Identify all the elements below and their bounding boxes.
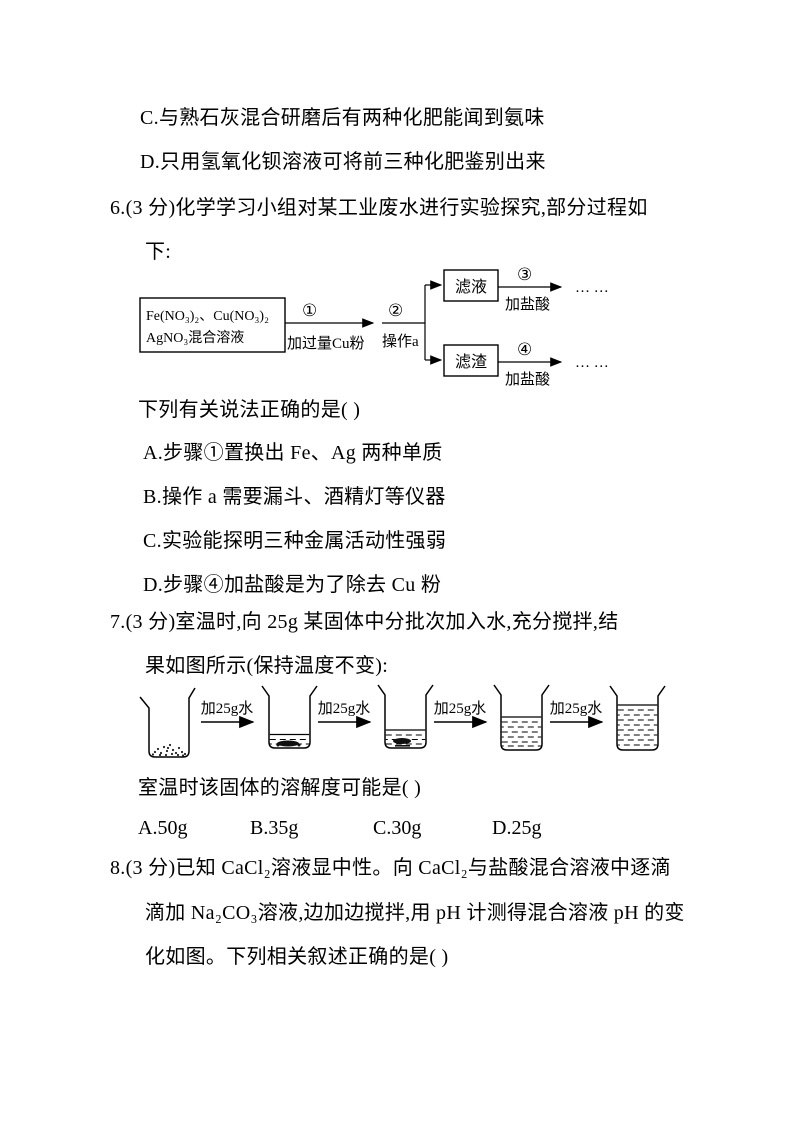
- beaker-2: [261, 685, 318, 749]
- add-water-label-3: 加25g水: [434, 700, 487, 717]
- q6-option-d: D.步骤④加盐酸是为了除去 Cu 粉: [143, 574, 442, 596]
- add-water-label-4: 加25g水: [550, 700, 603, 717]
- step3-label: 加盐酸: [505, 296, 550, 313]
- step2-circle: ②: [388, 301, 403, 320]
- ellipsis-top: … …: [575, 280, 609, 296]
- q8-text-line3: 化如图。下列相关叙述正确的是( ): [145, 946, 449, 968]
- beaker-3-solid-residue: [393, 738, 411, 747]
- beaker-5: [609, 685, 666, 751]
- beaker-3: [377, 684, 434, 749]
- q7-option-c: C.30g: [373, 817, 422, 839]
- step1-circle: ①: [302, 301, 317, 320]
- q6-stem: 下列有关说法正确的是( ): [138, 399, 361, 421]
- filtrate-label: 滤液: [455, 278, 487, 296]
- q7-text-line1: 7.(3 分)室温时,向 25g 某固体中分批次加入水,充分搅拌,结: [110, 611, 619, 633]
- q7-option-d: D.25g: [492, 817, 542, 839]
- beaker-1: [139, 687, 196, 758]
- step1-label: 加过量Cu粉: [287, 335, 365, 352]
- beaker-2-solid-residue: [276, 740, 301, 747]
- q6-option-b: B.操作 a 需要漏斗、酒精灯等仪器: [143, 486, 446, 508]
- beaker-4-water: [501, 716, 542, 747]
- mixed-solution-line1: Fe(NO₃)₂、Cu(NO₃)₂: [146, 309, 269, 324]
- mixed-solution-line2: AgNO₃混合溶液: [146, 330, 244, 346]
- q8-text-line1: 8.(3 分)已知 CaCl₂溶液显中性。向 CaCl₂与盐酸混合溶液中逐滴: [110, 857, 671, 879]
- q7-option-b: B.35g: [250, 817, 299, 839]
- residue-box: [443, 344, 499, 377]
- add-water-label-1: 加25g水: [201, 700, 254, 717]
- q7-text-line2: 果如图所示(保持温度不变):: [145, 655, 389, 677]
- step4-label: 加盐酸: [505, 371, 550, 388]
- q8-text-line2: 滴加 Na₂CO₃溶液,边加边搅拌,用 pH 计测得混合溶液 pH 的变: [145, 902, 685, 924]
- q6-flow-diagram: Fe(NO₃)₂、Cu(NO₃)₂ AgNO₃混合溶液 ① 加过量Cu粉 ② 操…: [139, 265, 609, 388]
- q5-option-c: C.与熟石灰混合研磨后有两种化肥能闻到氨味: [140, 107, 545, 129]
- step3-circle: ③: [517, 265, 532, 284]
- q6-option-a: A.步骤①置换出 Fe、Ag 两种单质: [143, 442, 443, 464]
- filtrate-box: [443, 269, 499, 302]
- residue-label: 滤渣: [455, 353, 487, 371]
- q7-stem: 室温时该固体的溶解度可能是( ): [138, 777, 422, 799]
- beaker-5-water: [617, 704, 658, 746]
- q6-text-line2: 下:: [145, 241, 172, 263]
- mixed-solution-box: [139, 297, 286, 353]
- beaker-1-solid-particles: [151, 743, 187, 757]
- add-water-label-2: 加25g水: [318, 700, 371, 717]
- ellipsis-bottom: … …: [575, 355, 609, 371]
- q7-beaker-diagram: 加25g水 加25g水 加25g水: [139, 684, 666, 758]
- q6-text-line1: 6.(3 分)化学学习小组对某工业废水进行实验探究,部分过程如: [110, 197, 648, 219]
- q7-option-a: A.50g: [138, 817, 188, 839]
- q6-option-c: C.实验能探明三种金属活动性强弱: [143, 530, 447, 552]
- q5-option-d: D.只用氢氧化钡溶液可将前三种化肥鉴别出来: [140, 151, 546, 173]
- step4-circle: ④: [517, 340, 532, 359]
- step2-label: 操作a: [382, 333, 419, 350]
- beaker-4: [493, 684, 550, 751]
